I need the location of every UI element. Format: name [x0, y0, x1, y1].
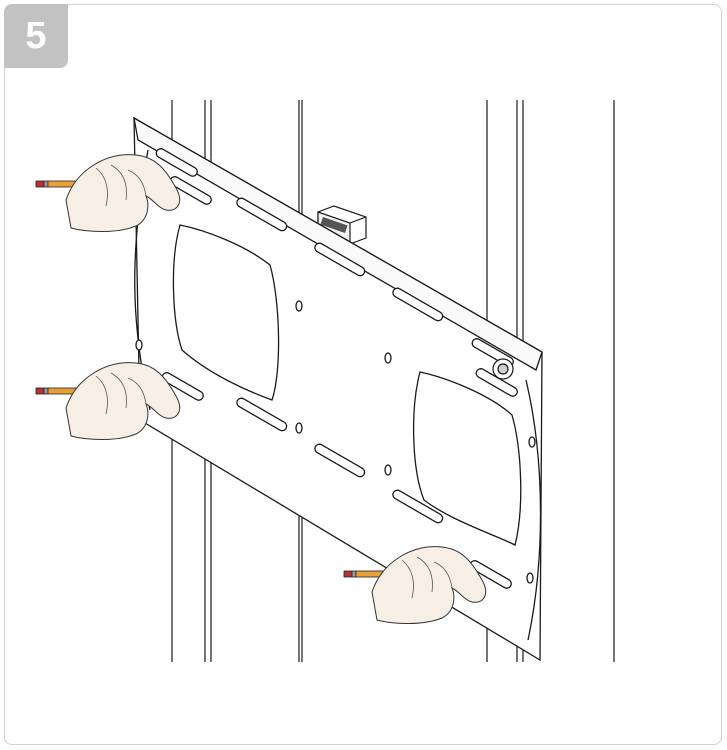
bolt: [492, 358, 514, 380]
step-badge: 5: [4, 4, 68, 68]
bubble-level: [317, 205, 367, 245]
step-number: 5: [25, 15, 47, 57]
mounting-bracket: [133, 116, 543, 662]
